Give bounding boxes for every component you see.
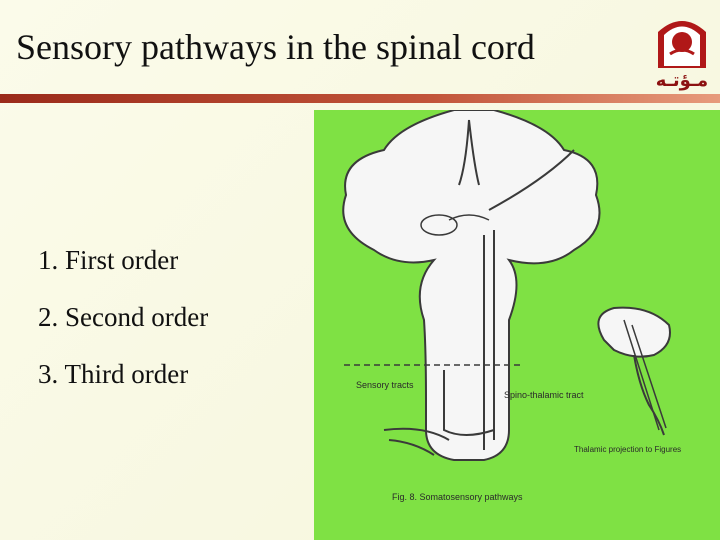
logo-text: مـؤتـه (655, 70, 709, 91)
spinal-cord-cross-section (342, 110, 601, 461)
university-logo: مـؤتـه (648, 8, 716, 92)
list-item-third-order: 3. Third order (38, 359, 189, 389)
list-item-second-order: 2. Second order (38, 302, 209, 332)
label-thalamic-projection: Thalamic projection to Figures (574, 445, 681, 454)
list-item-first-order: 1. First order (38, 245, 179, 275)
label-sensory-tracts: Sensory tracts (356, 380, 414, 390)
spinal-cord-diagram: Sensory tracts Spino-thalamic tract Thal… (314, 110, 720, 540)
order-list: 1. First order 2. Second order 3. Third … (38, 245, 208, 416)
slide-title: Sensory pathways in the spinal cord (16, 27, 535, 67)
title-divider (0, 94, 720, 103)
label-spinothalamic-tract: Spino-thalamic tract (504, 390, 584, 400)
figure-caption: Fig. 8. Somatosensory pathways (392, 492, 523, 502)
thalamus-sketch (597, 306, 671, 436)
